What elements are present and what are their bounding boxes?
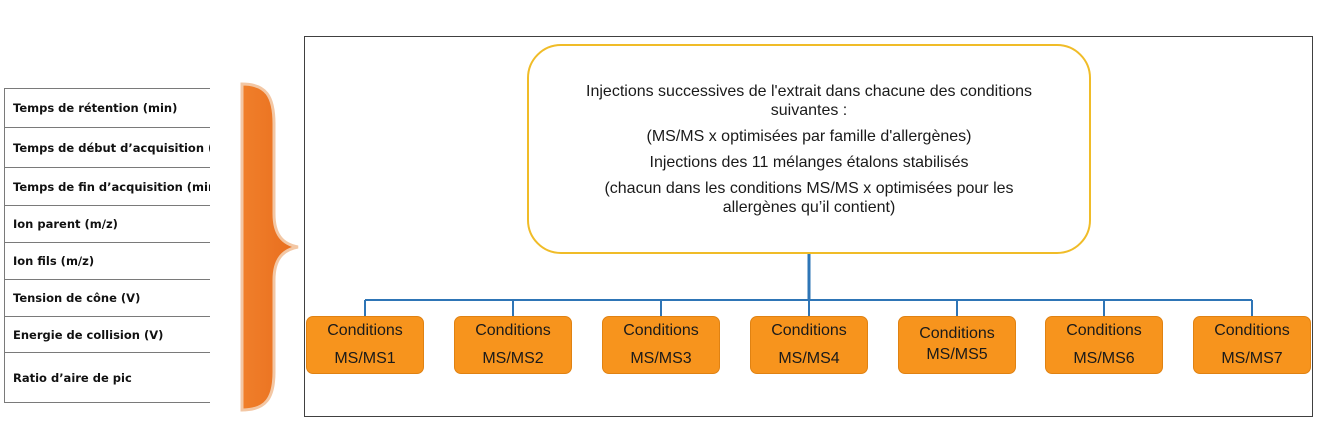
condition-label: Conditions xyxy=(623,322,699,339)
condition-label: Conditions xyxy=(475,322,551,339)
condition-box-ms-ms4: Conditions MS/MS4 xyxy=(750,316,868,374)
parameter-cell: Temps de début d’acquisition (min) xyxy=(4,127,210,168)
parameter-table: Temps de rétention (min) Temps de début … xyxy=(4,88,210,403)
condition-code: MS/MS3 xyxy=(630,350,692,367)
condition-code: MS/MS2 xyxy=(482,350,544,367)
curly-brace-icon xyxy=(240,82,299,412)
description-line: Injections successives de l'extrait dans… xyxy=(586,82,1032,100)
description-line: (chacun dans les conditions MS/MS x opti… xyxy=(604,179,1014,197)
description-line: (MS/MS x optimisées par famille d'allerg… xyxy=(646,127,972,145)
condition-code: MS/MS4 xyxy=(778,350,840,367)
description-line: Injections des 11 mélanges étalons stabi… xyxy=(649,153,969,171)
injection-description-box: Injections successives de l'extrait dans… xyxy=(527,44,1091,254)
condition-code: MS/MS6 xyxy=(1073,350,1135,367)
condition-box-ms-ms6: Conditions MS/MS6 xyxy=(1045,316,1163,374)
condition-label: Conditions xyxy=(771,322,847,339)
parameter-cell: Ratio d’aire de pic xyxy=(4,352,210,403)
diagram-frame xyxy=(304,36,1313,417)
condition-box-ms-ms2: Conditions MS/MS2 xyxy=(454,316,572,374)
condition-code: MS/MS5 xyxy=(926,346,988,363)
description-line: allergènes qu’il contient) xyxy=(722,198,896,216)
condition-box-ms-ms1: Conditions MS/MS1 xyxy=(306,316,424,374)
condition-code: MS/MS7 xyxy=(1221,350,1283,367)
condition-box-ms-ms5: Conditions MS/MS5 xyxy=(898,316,1016,374)
description-line: suivantes : xyxy=(770,101,848,119)
parameter-cell: Temps de rétention (min) xyxy=(4,88,210,128)
condition-label: Conditions xyxy=(1214,322,1290,339)
condition-box-ms-ms3: Conditions MS/MS3 xyxy=(602,316,720,374)
condition-label: Conditions xyxy=(1066,322,1142,339)
condition-box-ms-ms7: Conditions MS/MS7 xyxy=(1193,316,1311,374)
parameter-cell: Energie de collision (V) xyxy=(4,316,210,353)
condition-code: MS/MS1 xyxy=(334,350,396,367)
condition-label: Conditions xyxy=(919,325,995,342)
parameter-cell: Temps de fin d’acquisition (min) xyxy=(4,167,210,206)
condition-label: Conditions xyxy=(327,322,403,339)
